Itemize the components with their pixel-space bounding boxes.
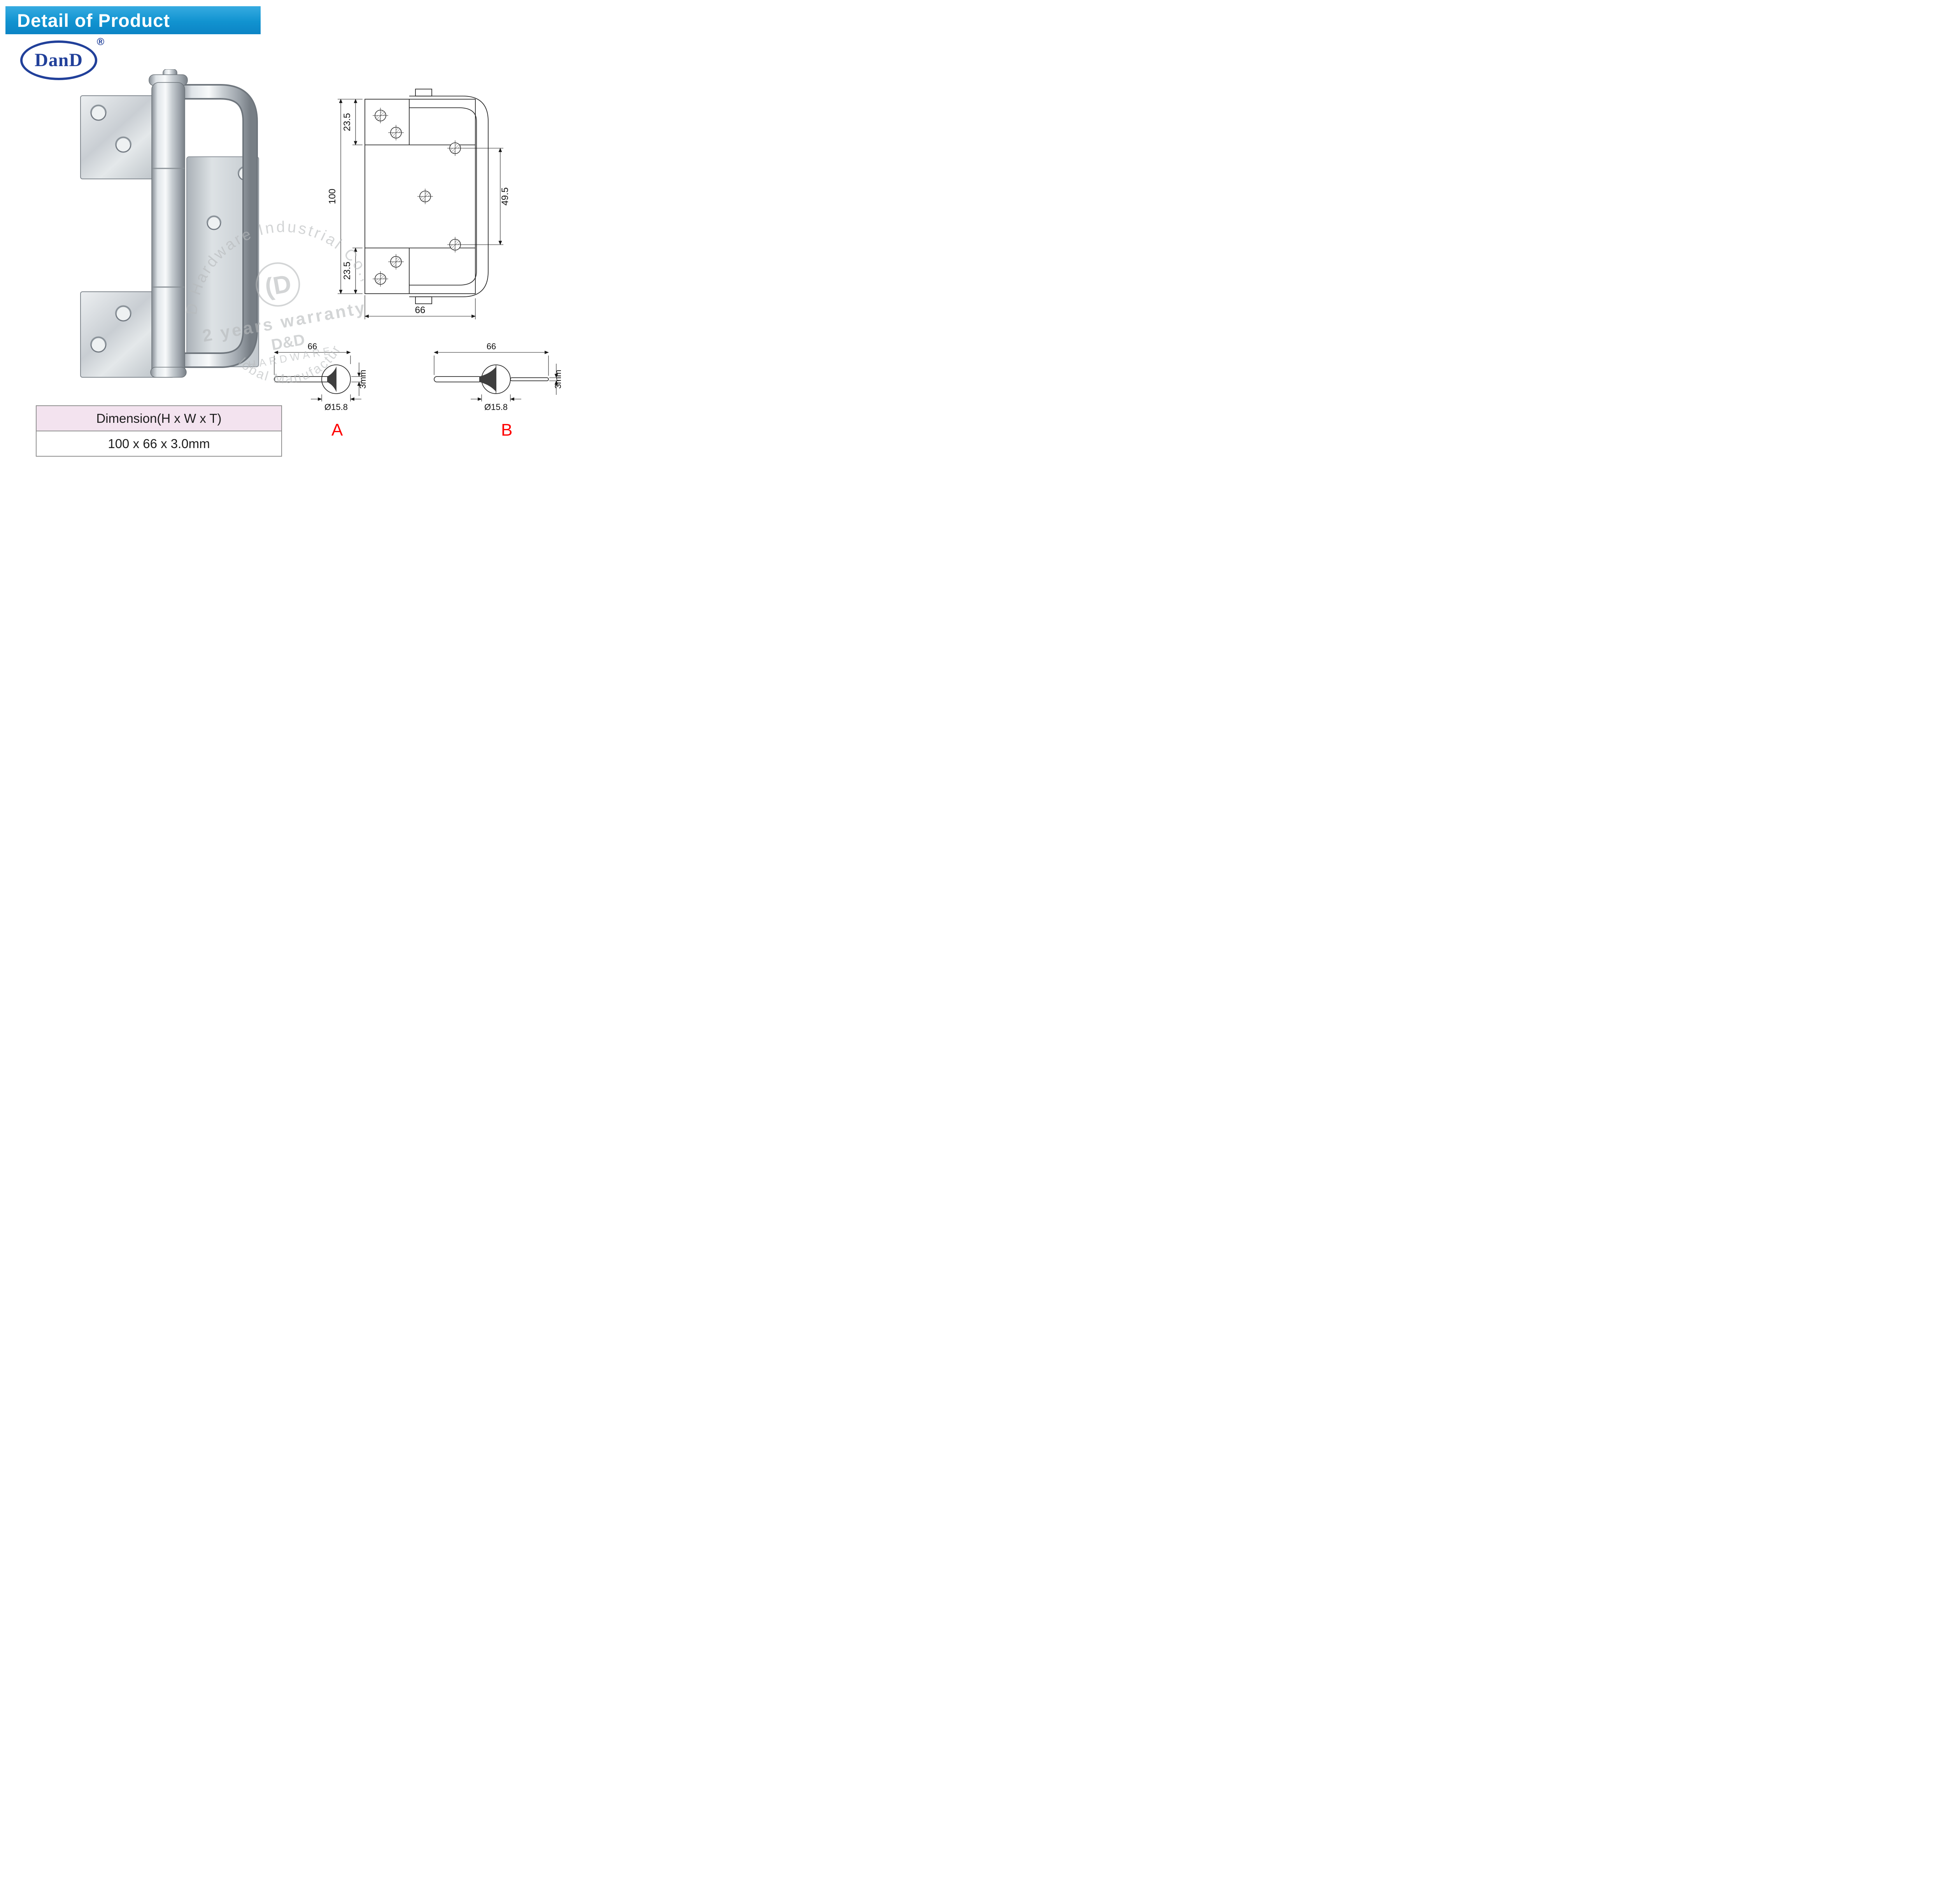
side-view-a-drawing: 66 3mm Ø15.8 [273,342,368,412]
handle-inner-outline [409,107,477,286]
dim-width-label: 66 [487,342,496,351]
dim-diameter-label: Ø15.8 [484,402,508,412]
front-view-drawing: 23.5 100 23.5 49.5 66 [327,89,510,319]
dimension-labels: 66 3mm Ø15.8 [484,342,563,412]
dim-width-label: 66 [308,342,317,351]
page-title: Detail of Product [17,10,170,31]
dim-hole-spacing-label: 49.5 [500,187,510,206]
registered-trademark-symbol: ® [96,36,104,47]
dand-logo-text: DanD [34,50,83,70]
spec-table-value: 100 x 66 x 3.0mm [108,436,210,451]
dim-width-label: 66 [415,305,426,315]
handle-outer-outline [409,96,489,297]
bottom-pin [415,296,432,304]
top-pin [415,89,432,96]
dand-logo: DanD ® [20,36,104,80]
dimension-lines [338,98,503,319]
hinge-top-left-plate [80,95,173,179]
dimension-lines [273,350,362,401]
hinge-barrel [149,69,188,378]
spec-table-header: Dimension(H x W x T) [96,411,222,426]
dimension-labels: 66 3mm Ø15.8 [308,342,368,412]
banner: Detail of Product [5,6,261,34]
dimension-lines [433,350,559,401]
side-view-b-drawing: 66 3mm Ø15.8 [433,342,563,412]
dim-thickness-label: 3mm [358,370,368,389]
spec-table: Dimension(H x W x T) 100 x 66 x 3.0mm [36,405,282,457]
dim-plate-bottom-label: 23.5 [342,262,352,280]
dand-logo-oval: DanD [20,40,97,80]
view-label-b: B [501,420,513,440]
dim-diameter-label: Ø15.8 [324,402,348,412]
product-photo [80,69,259,378]
dim-height-label: 100 [327,189,338,204]
dimension-labels: 23.5 100 23.5 49.5 66 [327,113,510,315]
weld-wedge [479,366,496,392]
weld-wedge [327,366,336,392]
dim-thickness-label: 3mm [553,370,563,389]
dim-plate-top-label: 23.5 [342,113,352,131]
hinge-bottom-left-plate [80,291,174,378]
screw-hole-symbols [372,107,463,287]
hinge-side-profile [274,364,351,394]
product-detail-page: Detail of Product DanD ® [0,0,575,476]
hinge-handle [171,84,258,368]
view-label-a: A [331,420,343,440]
spec-table-value-row: 100 x 66 x 3.0mm [37,431,281,456]
spec-table-header-row: Dimension(H x W x T) [37,406,281,431]
